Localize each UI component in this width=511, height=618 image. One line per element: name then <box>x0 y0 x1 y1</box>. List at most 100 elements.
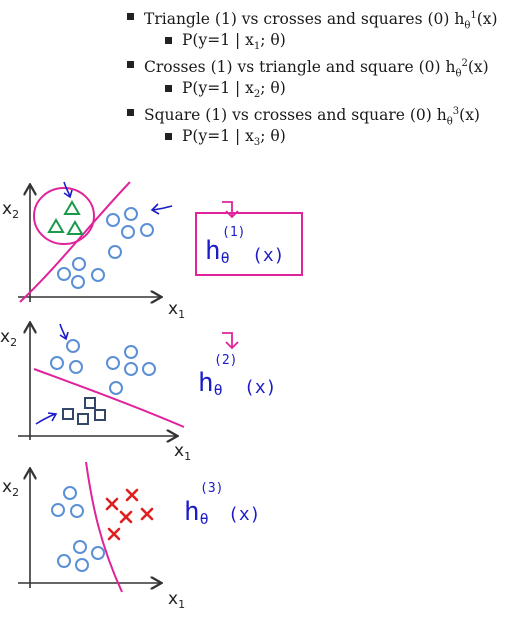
circle-point <box>66 339 80 353</box>
bullet-text: Triangle (1) vs crosses and squares (0) … <box>144 10 465 29</box>
annotation-arrow <box>35 412 58 425</box>
y-axis-label: x2 <box>2 199 19 221</box>
hypothesis-arrow <box>222 201 239 219</box>
triangle-point <box>47 218 65 233</box>
bullet-marker <box>127 61 134 68</box>
circle-point <box>106 213 120 227</box>
circle-point <box>50 356 64 370</box>
circle-point <box>91 268 105 282</box>
triangle-point <box>63 200 81 215</box>
square-point <box>94 409 106 421</box>
hypothesis-arrow <box>222 332 239 350</box>
index-superscript: 3 <box>452 106 460 117</box>
hypothesis-box <box>195 212 303 276</box>
hypothesis-argument: (x) <box>252 245 285 266</box>
x-axis-label: x1 <box>168 589 185 611</box>
cross-point <box>107 527 121 541</box>
bullet-marker <box>127 13 134 20</box>
bullet-square: Square (1) vs crosses and square (0) hθ3… <box>120 100 510 128</box>
x-axis-label: x1 <box>168 299 185 321</box>
bullet-tail: (x) <box>476 10 498 29</box>
prob-subscript: 3 <box>253 137 261 149</box>
prob-text: P(y=1 | x <box>182 31 254 49</box>
decision-boundary <box>85 461 123 593</box>
circle-point <box>106 356 120 370</box>
circle-point <box>51 503 65 517</box>
cross-point <box>125 488 139 502</box>
hypothesis-superscript: (2) <box>214 353 237 368</box>
theta-subscript: θ <box>446 116 453 128</box>
bullet-list: Triangle (1) vs crosses and squares (0) … <box>120 4 510 148</box>
hypothesis-argument: (x) <box>228 504 261 525</box>
bullet-crosses: Crosses (1) vs triangle and square (0) h… <box>120 52 510 80</box>
decision-boundary <box>33 368 185 428</box>
circle-point <box>57 554 71 568</box>
triangle-point <box>66 220 84 235</box>
x-axis-label: x1 <box>174 441 191 463</box>
index-superscript: 1 <box>470 10 477 21</box>
triangle-circle-highlight <box>33 187 95 245</box>
prob-tail: ; θ) <box>260 31 286 49</box>
circle-point <box>73 540 87 554</box>
cross-point <box>119 510 133 524</box>
circle-point <box>121 225 135 239</box>
hypothesis-argument: (x) <box>244 377 277 398</box>
circle-point <box>70 504 84 518</box>
theta-subscript: θ <box>455 68 462 80</box>
circle-point <box>124 207 138 221</box>
bullet-marker <box>165 133 172 140</box>
hypothesis-label: hθ <box>205 236 230 267</box>
prob-subscript: 2 <box>253 89 261 101</box>
panel-3: x2 x1 hθ (3) (x) <box>2 461 261 611</box>
circle-point <box>69 360 83 374</box>
hypothesis-label: hθ <box>184 497 209 528</box>
circle-point <box>75 558 89 572</box>
square-point <box>77 413 89 425</box>
prob-text: P(y=1 | x <box>182 127 254 145</box>
circle-point <box>109 381 123 395</box>
bullet-probability-2: P(y=1 | x2; θ) <box>120 76 510 100</box>
circle-point <box>124 362 138 376</box>
bullet-probability-1: P(y=1 | x1; θ) <box>120 28 510 52</box>
bullet-text: Square (1) vs crosses and square (0) h <box>144 106 447 125</box>
prob-tail: ; θ) <box>260 127 286 145</box>
bullet-tail: (x) <box>459 106 480 125</box>
square-point <box>84 397 96 409</box>
circle-point <box>63 486 77 500</box>
bullet-marker <box>165 37 172 44</box>
circle-point <box>71 275 85 289</box>
bullet-tail: (x) <box>467 58 489 77</box>
hypothesis-superscript: (1) <box>222 225 245 240</box>
annotation-arrow <box>59 323 69 341</box>
decision-boundary <box>19 181 131 303</box>
circle-point <box>91 546 105 560</box>
bullet-text: Crosses (1) vs triangle and square (0) h <box>144 58 456 77</box>
circle-point <box>57 267 71 281</box>
y-axis-label: x2 <box>0 327 17 349</box>
circle-point <box>140 223 154 237</box>
circle-point <box>108 245 122 259</box>
prob-subscript: 1 <box>253 41 261 53</box>
cross-point <box>105 497 119 511</box>
hypothesis-superscript: (3) <box>200 481 223 496</box>
index-superscript: 2 <box>461 58 468 69</box>
prob-text: P(y=1 | x <box>182 79 254 97</box>
bullet-marker <box>127 109 134 116</box>
hypothesis-label: hθ <box>198 368 223 399</box>
annotation-arrow <box>150 203 173 215</box>
annotation-arrow <box>63 181 73 199</box>
y-axis-label: x2 <box>2 477 19 499</box>
circle-point <box>124 345 138 359</box>
panel-2: x2 x1 hθ (2) (x) <box>0 324 277 463</box>
bullet-probability-3: P(y=1 | x3; θ) <box>120 124 510 148</box>
theta-subscript: θ <box>464 20 471 32</box>
prob-tail: ; θ) <box>260 79 286 97</box>
bullet-marker <box>165 85 172 92</box>
one-vs-all-panels: x2 x1 hθ (1) (x) <box>0 181 303 611</box>
bullet-triangle: Triangle (1) vs crosses and squares (0) … <box>120 4 510 32</box>
circle-point <box>142 362 156 376</box>
circle-point <box>72 257 86 271</box>
cross-point <box>140 507 154 521</box>
square-point <box>62 408 74 420</box>
panel-1: x2 x1 hθ (1) (x) <box>2 181 303 321</box>
